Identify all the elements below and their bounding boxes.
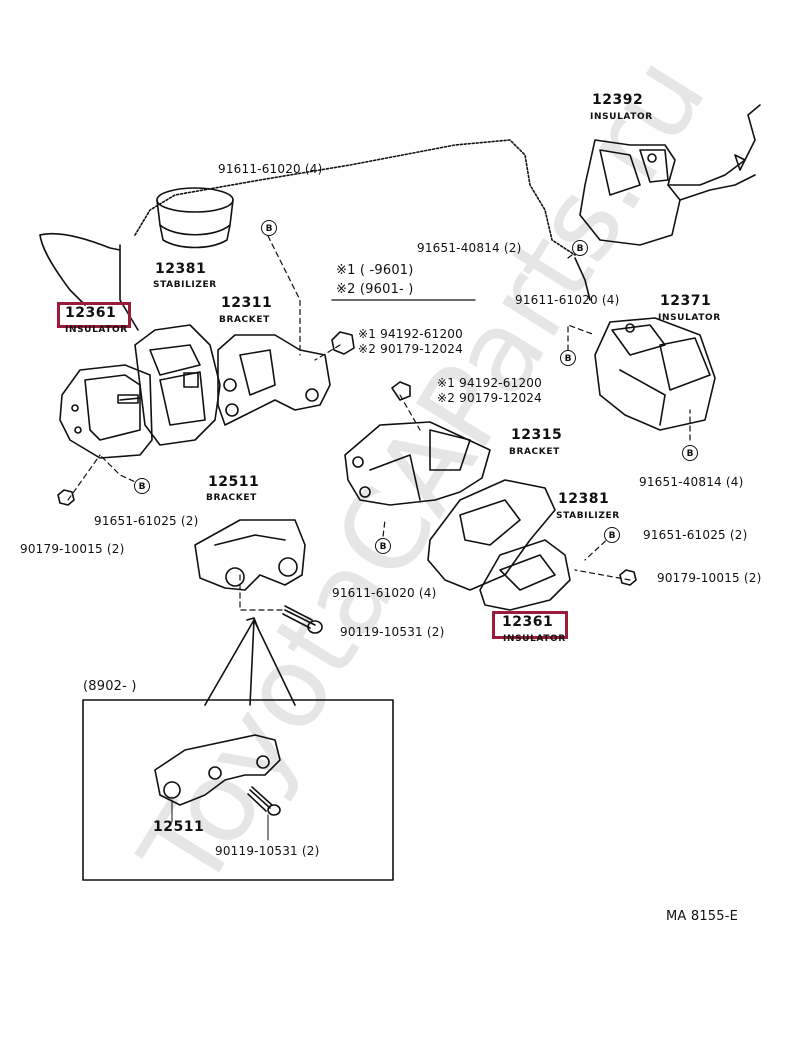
fastener-90179-10015-right[interactable]: 90179-10015 (2): [657, 571, 762, 585]
part-12511-name: BRACKET: [206, 493, 257, 503]
fastener-91651-61025-left[interactable]: 91651-61025 (2): [94, 514, 199, 528]
part-12371-name: INSULATOR: [658, 313, 721, 323]
fastener-91651-40814-right[interactable]: 91651-40814 (4): [639, 475, 744, 489]
part-12381-left-number[interactable]: 12381: [155, 261, 207, 277]
insulator-12361-left-shape: [59, 364, 153, 459]
nut-icon: [57, 489, 75, 506]
part-12315-number[interactable]: 12315: [511, 427, 563, 443]
fastener-91651-40814-top[interactable]: 91651-40814 (2): [417, 241, 522, 255]
part-12381-right-number[interactable]: 12381: [558, 491, 610, 507]
fastener-90119-10531-inset[interactable]: 90119-10531 (2): [215, 844, 320, 858]
filler-cap: [156, 187, 234, 249]
insulator-12361-right-shape: [479, 539, 571, 611]
highlight-12361-left: [57, 302, 131, 328]
fastener-91611-61020-top[interactable]: 91611-61020 (4): [218, 162, 323, 176]
fastener-91611-61020-right[interactable]: 91611-61020 (4): [515, 293, 620, 307]
part-12361-left-number[interactable]: 12361: [65, 305, 117, 321]
bolt-b-icon: B: [560, 350, 576, 366]
note-date-range-1: ※1 ( -9601): [336, 263, 414, 278]
bolt-90119-main: [282, 605, 323, 634]
highlight-12361-right: [492, 611, 568, 639]
bolt-b-icon: B: [682, 445, 698, 461]
part-12392-name: INSULATOR: [590, 112, 653, 122]
bracket-12511-shape: [194, 519, 306, 591]
fastener-91611-61020-lower[interactable]: 91611-61020 (4): [332, 586, 437, 600]
bolt-b-icon: B: [572, 240, 588, 256]
inset-date-range: (8902- ): [83, 679, 137, 694]
part-12392-number[interactable]: 12392: [592, 92, 644, 108]
part-12511-number[interactable]: 12511: [208, 474, 260, 490]
bolt-b-icon: B: [604, 527, 620, 543]
stabilizer-12381-left-shape: [134, 324, 221, 446]
fastener-90179-12024-b[interactable]: ※2 90179-12024: [437, 391, 542, 405]
bolt-b-icon: B: [134, 478, 150, 494]
fastener-90179-12024-a[interactable]: ※2 90179-12024: [358, 342, 463, 356]
inset-bracket-12511: [154, 734, 281, 806]
part-12361-right-name: INSULATOR: [503, 634, 566, 644]
insulator-12371-shape: [594, 317, 716, 431]
fastener-94192-61200-a[interactable]: ※1 94192-61200: [358, 327, 463, 341]
bolt-b-icon: B: [375, 538, 391, 554]
note-date-range-2: ※2 (9601- ): [336, 282, 414, 297]
bolt-b-icon: B: [261, 220, 277, 236]
part-12371-number[interactable]: 12371: [660, 293, 712, 309]
part-12361-left-name: INSULATOR: [65, 325, 128, 335]
inset-box: [82, 699, 394, 881]
part-12511-inset-number[interactable]: 12511: [153, 819, 205, 835]
nut-icon: [391, 381, 411, 401]
figure-code: MA 8155-E: [666, 909, 739, 924]
part-12311-name: BRACKET: [219, 315, 270, 325]
fastener-94192-61200-b[interactable]: ※1 94192-61200: [437, 376, 542, 390]
fastener-90179-10015-left[interactable]: 90179-10015 (2): [20, 542, 125, 556]
nut-icon: [619, 569, 637, 586]
part-12315-name: BRACKET: [509, 447, 560, 457]
stabilizer-12381-right-shape: [427, 479, 556, 591]
part-12361-right-number[interactable]: 12361: [502, 614, 554, 630]
part-12381-left-name: STABILIZER: [153, 280, 217, 290]
part-12311-number[interactable]: 12311: [221, 295, 273, 311]
insulator-12392-shape: [579, 104, 761, 246]
bracket-12311-shape: [217, 334, 331, 426]
bracket-12315-shape: [344, 421, 491, 506]
nut-icon: [331, 331, 355, 355]
part-12381-right-name: STABILIZER: [556, 511, 620, 521]
fastener-91651-61025-right[interactable]: 91651-61025 (2): [643, 528, 748, 542]
inset-bolt-90119: [247, 786, 281, 816]
engine-outline: [134, 139, 576, 256]
fastener-90119-10531-main[interactable]: 90119-10531 (2): [340, 625, 445, 639]
